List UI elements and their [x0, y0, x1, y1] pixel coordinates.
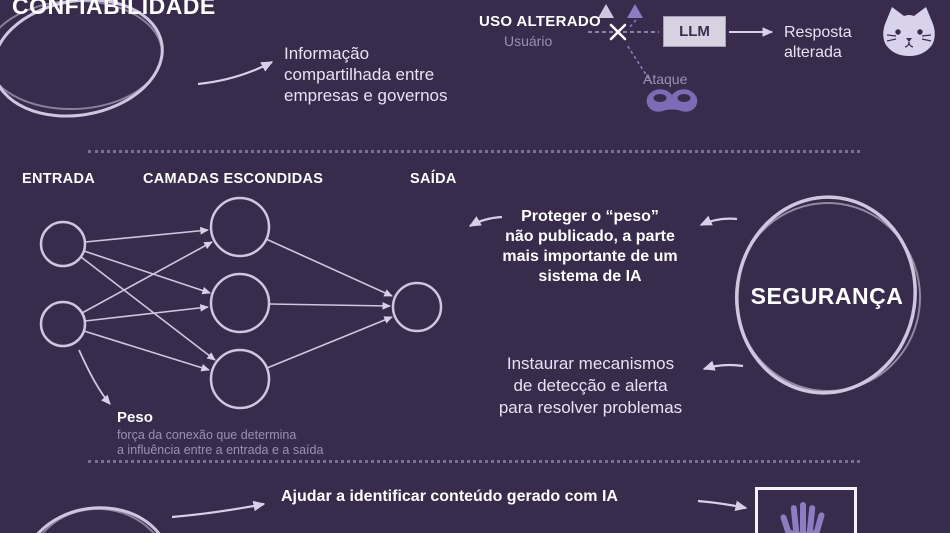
separator-top — [88, 150, 860, 153]
peso-label: Peso — [117, 409, 153, 426]
confiabilidade-sketch-circle — [0, 0, 164, 118]
hidden-node — [209, 348, 271, 410]
seguranca-sketch-circle — [734, 195, 922, 395]
watermark-frame-box — [755, 487, 857, 533]
hidden-node — [209, 272, 271, 334]
entrada-label: ENTRADA — [22, 171, 95, 187]
peso-description: força da conexão que determina a influên… — [117, 428, 324, 457]
ajudar-right-arrow — [697, 499, 748, 512]
hidden-node — [209, 196, 271, 258]
hand-icon — [780, 502, 825, 533]
llm-box: LLM — [663, 16, 726, 47]
output-node — [391, 281, 443, 333]
uso-alterado-label: USO ALTERADO — [479, 13, 601, 30]
triangle-purple-icon — [627, 4, 643, 18]
instaurar-arrow — [702, 360, 744, 371]
bottom-sketch-circle — [20, 506, 172, 533]
confiabilidade-note: Informação compartilhada entre empresas … — [284, 44, 448, 105]
separator-bottom — [88, 460, 860, 463]
x-cross-icon — [609, 23, 627, 41]
ajudar-note: Ajudar a identificar conteúdo gerado com… — [281, 488, 618, 505]
attack-inject-line — [626, 44, 653, 85]
proteger-note: Proteger o “peso” não publicado, a parte… — [502, 208, 678, 285]
input-node — [39, 300, 87, 348]
camadas-escondidas-label: CAMADAS ESCONDIDAS — [143, 171, 324, 187]
neural-network-diagram — [39, 196, 443, 410]
cat-icon — [883, 7, 935, 56]
seguranca-title: SEGURANÇA — [750, 283, 904, 309]
triangle-inject-line — [627, 19, 637, 30]
instaurar-note: Instaurar mecanismos de detecção e alert… — [498, 354, 683, 417]
ajudar-left-arrow — [171, 500, 266, 519]
confiabilidade-arrow — [197, 61, 274, 86]
input-node — [39, 220, 87, 268]
peso-pointer-arrow — [78, 349, 111, 405]
triangle-light-icon — [598, 4, 614, 18]
resposta-alterada-label: Resposta alterada — [784, 24, 852, 61]
saida-label: SAÍDA — [410, 171, 457, 187]
proteger-left-arrow — [468, 215, 503, 227]
ataque-label: Ataque — [643, 71, 688, 87]
proteger-right-arrow — [699, 215, 738, 226]
confiabilidade-title: CONFIABILIDADE — [12, 0, 216, 19]
attack-flow-diagram — [588, 4, 774, 112]
mask-icon — [646, 89, 698, 112]
usuario-label: Usuário — [504, 33, 553, 49]
network-connections — [80, 226, 393, 372]
